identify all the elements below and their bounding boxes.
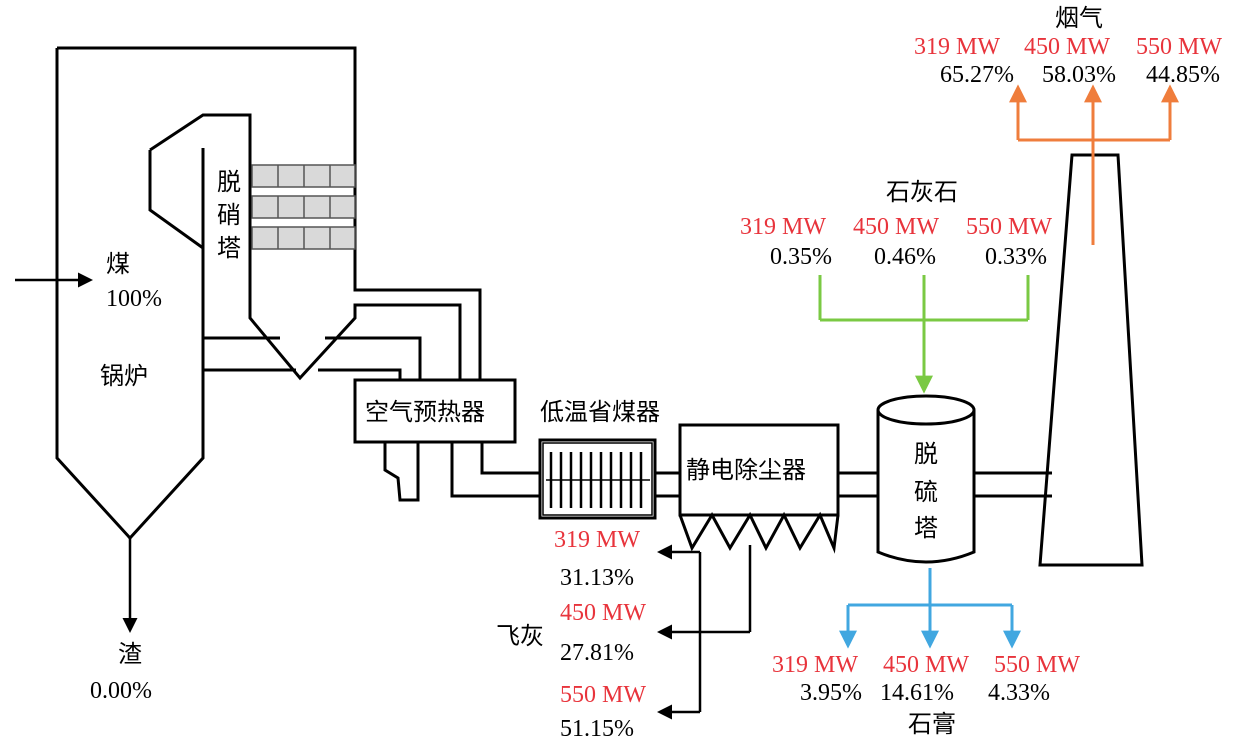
denox-label-1: 脱 (217, 168, 241, 196)
stack (1038, 153, 1144, 567)
fgd-tower (876, 394, 1052, 564)
fly-ash-value-319: 31.13% (560, 565, 634, 591)
limestone-value-550: 0.33% (985, 244, 1047, 270)
coal-percent: 100% (106, 286, 162, 312)
flue-gas-value-450: 58.03% (1042, 62, 1116, 88)
limestone-power-450: 450 MW (853, 214, 939, 240)
slag-label: 渣 (118, 640, 142, 668)
gypsum-arrows (839, 568, 1021, 649)
fly-ash-power-550: 550 MW (560, 682, 646, 708)
flue-gas-arrows (1009, 84, 1179, 245)
fgd-label-3: 塔 (914, 514, 938, 542)
gypsum-power-450: 450 MW (883, 652, 969, 678)
limestone-power-319: 319 MW (740, 214, 826, 240)
fly-ash-value-450: 27.81% (560, 640, 634, 666)
economizer-label: 低温省煤器 (540, 398, 660, 426)
fin-tube-bank-icon (546, 452, 650, 508)
limestone-value-450: 0.46% (874, 244, 936, 270)
flue-gas-power-450: 450 MW (1024, 34, 1110, 60)
air-preheater-label: 空气预热器 (365, 398, 485, 426)
coal-label: 煤 (106, 250, 130, 278)
gypsum-label: 石膏 (908, 710, 956, 738)
limestone-power-550: 550 MW (966, 214, 1052, 240)
fly-ash-label: 飞灰 (496, 622, 544, 650)
flue-gas-power-550: 550 MW (1136, 34, 1222, 60)
fly-ash-lines (657, 544, 752, 720)
gypsum-value-450: 14.61% (880, 680, 954, 706)
flue-gas-value-550: 44.85% (1146, 62, 1220, 88)
fly-ash-power-450: 450 MW (560, 600, 646, 626)
gypsum-value-550: 4.33% (988, 680, 1050, 706)
flue-gas-value-319: 65.27% (940, 62, 1014, 88)
limestone-arrows (818, 275, 1030, 394)
electrostatic-precipitator (678, 423, 878, 554)
fly-ash-power-319: 319 MW (554, 527, 640, 553)
scr-catalyst-layers (251, 164, 356, 250)
low-temp-economizer (538, 438, 680, 520)
esp-label: 静电除尘器 (686, 456, 806, 484)
gypsum-value-319: 3.95% (800, 680, 862, 706)
limestone-label: 石灰石 (886, 178, 958, 206)
gypsum-power-319: 319 MW (772, 652, 858, 678)
fgd-label-2: 硫 (914, 478, 938, 506)
flue-gas-power-319: 319 MW (914, 34, 1000, 60)
boiler (55, 46, 482, 541)
air-preheater (353, 378, 540, 502)
fly-ash-value-550: 51.15% (560, 716, 634, 740)
denox-label-2: 硝 (217, 201, 241, 229)
gypsum-power-550: 550 MW (994, 652, 1080, 678)
flue-gas-label: 烟气 (1055, 4, 1103, 32)
denox-label-3: 塔 (217, 234, 241, 262)
fgd-label-1: 脱 (914, 440, 938, 468)
boiler-label: 锅炉 (100, 362, 148, 390)
limestone-value-319: 0.35% (770, 244, 832, 270)
slag-percent: 0.00% (90, 678, 152, 704)
